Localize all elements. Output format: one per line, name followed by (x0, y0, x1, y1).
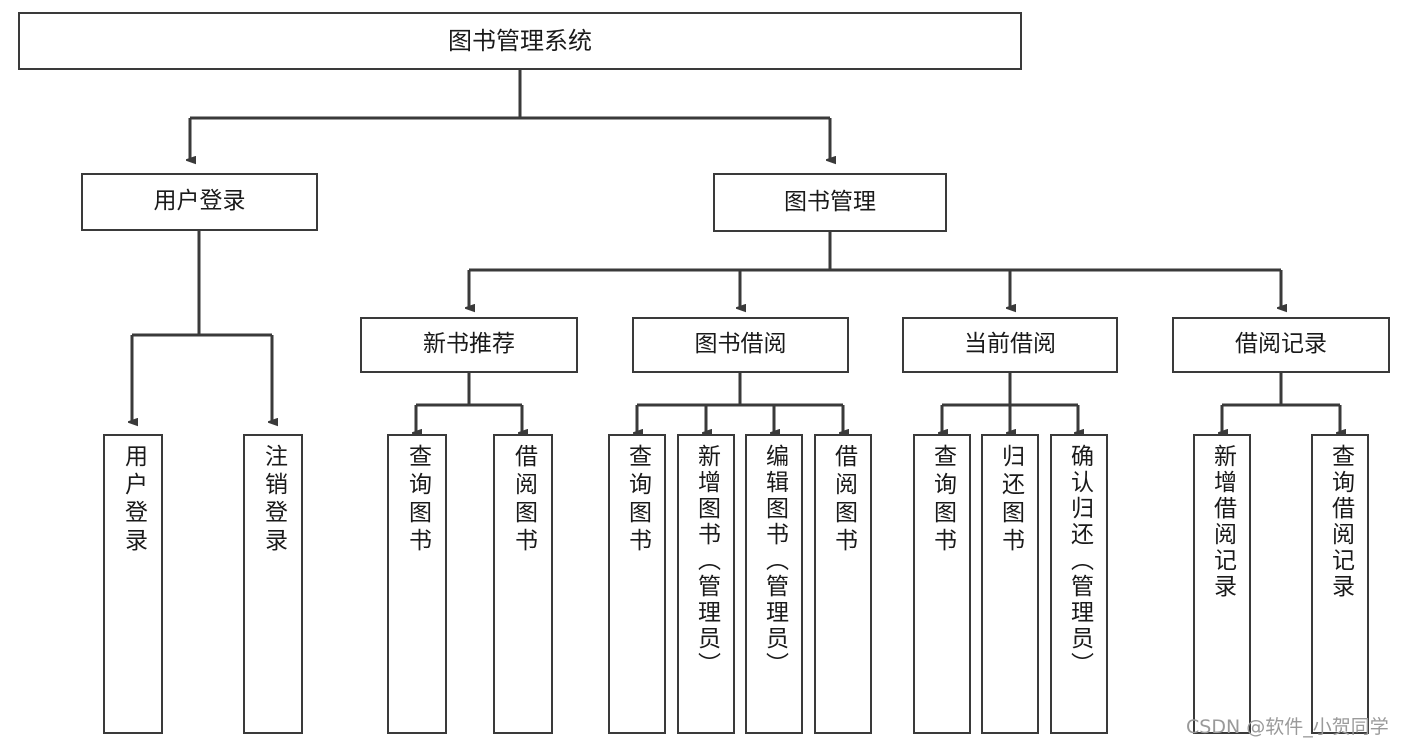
node-user-login[interactable]: 用户登录 (81, 173, 318, 231)
node-label: 图书借阅 (694, 331, 787, 358)
leaf-query-book-recommend[interactable]: 查询图书 (387, 434, 447, 734)
node-label: 用户登录 (153, 188, 246, 215)
node-label: 确认归还（管理员） (1066, 444, 1093, 678)
node-label: 图书管理 (784, 188, 876, 215)
leaf-return-book[interactable]: 归还图书 (981, 434, 1039, 734)
node-label: 借阅图书 (830, 444, 857, 556)
node-label: 归还图书 (997, 444, 1024, 556)
leaf-query-borrow-record[interactable]: 查询借阅记录 (1311, 434, 1369, 734)
node-label: 用户登录 (120, 444, 147, 556)
leaf-add-book-admin[interactable]: 新增图书（管理员） (677, 434, 735, 734)
leaf-borrow-book-recommend[interactable]: 借阅图书 (493, 434, 553, 734)
leaf-query-book-current[interactable]: 查询图书 (913, 434, 971, 734)
node-current-borrow[interactable]: 当前借阅 (902, 317, 1118, 373)
node-label: 借阅图书 (510, 444, 537, 556)
node-new-book-recommend[interactable]: 新书推荐 (360, 317, 578, 373)
leaf-logout[interactable]: 注销登录 (243, 434, 303, 734)
leaf-borrow-book[interactable]: 借阅图书 (814, 434, 872, 734)
leaf-edit-book-admin[interactable]: 编辑图书（管理员） (745, 434, 803, 734)
leaf-query-book-borrow[interactable]: 查询图书 (608, 434, 666, 734)
node-label: 查询图书 (929, 444, 956, 556)
node-label: 查询图书 (404, 444, 431, 556)
node-label: 借阅记录 (1235, 331, 1327, 358)
node-label: 注销登录 (260, 444, 287, 556)
node-borrow-record[interactable]: 借阅记录 (1172, 317, 1390, 373)
watermark-text: CSDN @软件_小贺同学 (1186, 716, 1389, 738)
leaf-confirm-return-admin[interactable]: 确认归还（管理员） (1050, 434, 1108, 734)
node-label: 图书管理系统 (448, 26, 592, 55)
node-label: 查询借阅记录 (1327, 444, 1354, 600)
node-label: 当前借阅 (964, 331, 1056, 358)
node-label: 新书推荐 (423, 331, 515, 358)
node-label: 新增借阅记录 (1209, 444, 1236, 600)
node-root-system[interactable]: 图书管理系统 (18, 12, 1022, 70)
leaf-add-borrow-record[interactable]: 新增借阅记录 (1193, 434, 1251, 734)
node-label: 查询图书 (624, 444, 651, 556)
node-book-borrow[interactable]: 图书借阅 (632, 317, 849, 373)
node-label: 新增图书（管理员） (693, 444, 720, 678)
node-label: 编辑图书（管理员） (761, 444, 788, 678)
leaf-user-login[interactable]: 用户登录 (103, 434, 163, 734)
node-book-management[interactable]: 图书管理 (713, 173, 947, 232)
